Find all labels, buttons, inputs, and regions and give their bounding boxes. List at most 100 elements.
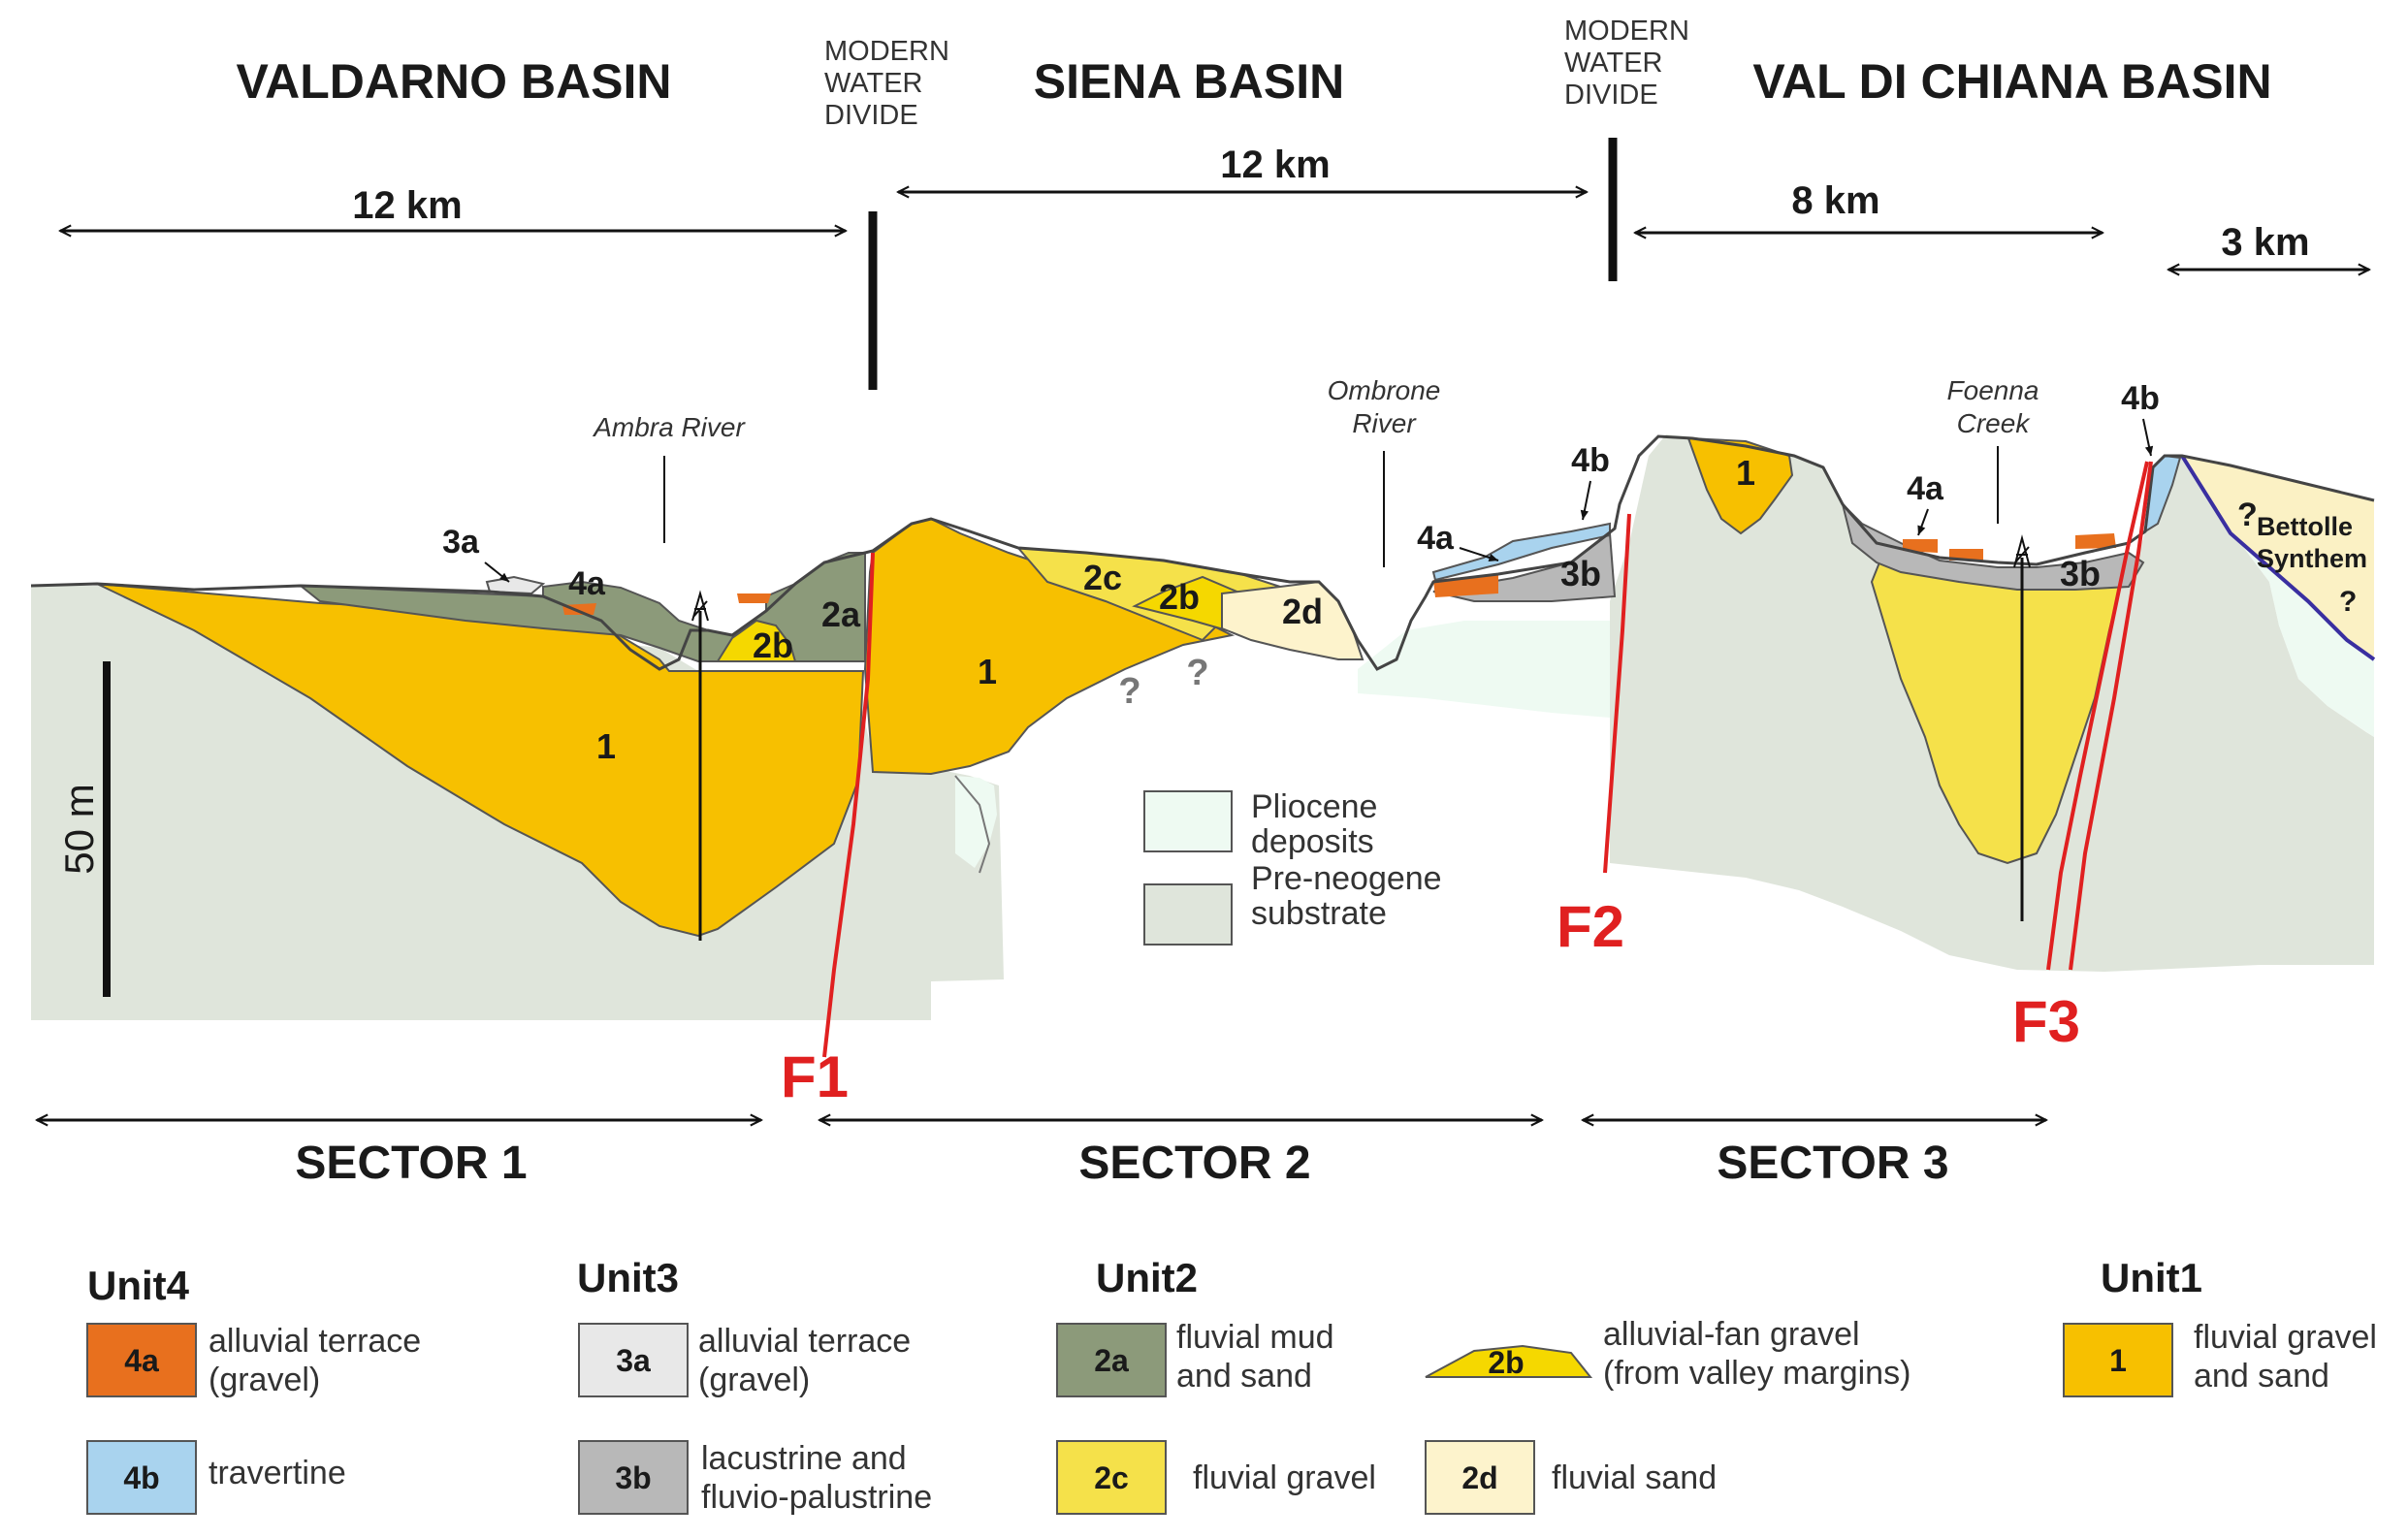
legend-2d-code: 2d	[1461, 1460, 1497, 1495]
legend-unit4-title: Unit4	[87, 1263, 190, 1308]
legend-2c-line1: fluvial gravel	[1193, 1459, 1376, 1496]
svg-text:Foenna: Foenna	[1947, 375, 2039, 405]
legend-3a-line1: alluvial terrace	[698, 1323, 911, 1360]
callout-3a-arrow	[484, 561, 510, 583]
legend-2c-swatch	[1056, 1440, 1167, 1515]
topographic-profile	[30, 434, 2375, 671]
label-unit1-sector1: 1	[596, 726, 616, 766]
legend-pliocene-swatch	[1143, 790, 1233, 852]
legend-preneogene-swatch	[1143, 883, 1233, 946]
legend-2b-line2: (from valley margins)	[1603, 1355, 1910, 1392]
fault-label-f1: F1	[781, 1044, 849, 1109]
legend-3a-code: 3a	[616, 1343, 651, 1378]
val-di-chiana-basin-title: VAL DI CHIANA BASIN	[1752, 54, 2271, 109]
label-unit2b-sector2: 2b	[1159, 577, 1200, 617]
svg-text:MODERN: MODERN	[1564, 16, 1689, 47]
svg-text:WATER: WATER	[1564, 48, 1663, 79]
label-unit2c: 2c	[1083, 558, 1122, 597]
callout-4a-sector3-arrow	[1917, 508, 1929, 536]
fault-line-f1	[822, 552, 875, 1058]
sector-1-label: SECTOR 1	[295, 1138, 527, 1189]
distance-label-3: 8 km	[1791, 179, 1879, 222]
callout-4b-sector3-arrow	[2142, 418, 2154, 457]
unit4a-terrace-sector3-b	[1949, 549, 1983, 561]
callout-4a-sector2: 4a	[1417, 520, 1455, 557]
legend-preneogene-line2: substrate	[1251, 895, 1387, 932]
bettolle-label-line2: Synthem	[2257, 544, 2367, 573]
fault-line-f2	[1603, 513, 1631, 874]
legend-4a-swatch	[86, 1323, 197, 1397]
siena-basin-title: SIENA BASIN	[1034, 54, 1344, 109]
svg-text:MODERN: MODERN	[824, 36, 949, 67]
svg-text:River: River	[1352, 408, 1417, 438]
legend-4a-line2: (gravel)	[209, 1362, 320, 1398]
callout-3a: 3a	[442, 524, 480, 561]
question-mark-1: ?	[1118, 671, 1140, 712]
cross-section: Ambra River Ombrone River Foenna Creek 1…	[30, 375, 2376, 1058]
unit4b-travertine-sector2	[1431, 522, 1611, 582]
bettolle-synthem	[2182, 456, 2374, 659]
label-unit3b-sector3: 3b	[2060, 554, 2101, 593]
unit1-body-sector3	[1686, 436, 1794, 535]
legend-1-line2: and sand	[2194, 1358, 2329, 1395]
unit2d-body-sector2	[1221, 580, 1365, 660]
bettolle-question-mark-1: ?	[2237, 497, 2258, 533]
label-unit1-sector2: 1	[978, 652, 997, 691]
legend-2d-swatch	[1425, 1440, 1535, 1515]
legend-3a-swatch	[578, 1323, 689, 1397]
legend-3a-line2: (gravel)	[698, 1362, 810, 1398]
unit2b-fan-sector1	[716, 619, 797, 662]
unit4a-terrace-sector3-c	[2075, 533, 2116, 549]
legend-unit2-title: Unit2	[1096, 1255, 1198, 1300]
callout-4a-sector1: 4a	[568, 565, 606, 602]
water-divide-label-1: MODERN WATER DIVIDE	[824, 36, 949, 131]
legend-2a-code: 2a	[1094, 1343, 1129, 1378]
water-divide-label-2: MODERN WATER DIVIDE	[1564, 16, 1689, 111]
valdarno-basin-title: VALDARNO BASIN	[236, 54, 671, 109]
legend-1-code: 1	[2109, 1343, 2127, 1378]
legend-2b-line1: alluvial-fan gravel	[1603, 1316, 1860, 1353]
unit4a-terrace-sector1-b	[737, 593, 771, 603]
ombrone-river-label: Ombrone River	[1328, 375, 1441, 438]
callout-4a-sector3: 4a	[1907, 470, 1944, 507]
legend-unit1-title: Unit1	[2101, 1255, 2202, 1300]
callout-4b-sector2: 4b	[1571, 442, 1610, 479]
svg-text:WATER: WATER	[824, 68, 923, 99]
svg-text:Ombrone: Ombrone	[1328, 375, 1441, 405]
label-unit2b-sector1: 2b	[753, 625, 793, 665]
legend-4b-swatch	[86, 1440, 197, 1515]
legend-3b-swatch	[578, 1440, 689, 1515]
legend-2a-swatch	[1056, 1323, 1167, 1397]
foenna-creek-label: Foenna Creek	[1947, 375, 2039, 438]
label-unit2d: 2d	[1282, 592, 1323, 631]
unit4a-terrace-sector1-a	[562, 603, 596, 615]
svg-text:DIVIDE: DIVIDE	[824, 100, 918, 131]
legend-2a-line1: fluvial mud	[1176, 1319, 1334, 1356]
legend-unit1: Unit1 1 fluvial gravel and sand	[2063, 1255, 2377, 1397]
legend-4b-code: 4b	[123, 1460, 159, 1495]
fault-line-f3a	[2046, 461, 2149, 971]
legend-4a-line1: alluvial terrace	[209, 1323, 421, 1360]
distance-label-4: 3 km	[2221, 221, 2309, 264]
scale-bar-label: 50 m	[56, 784, 102, 874]
legend-pliocene-line1: Pliocene	[1251, 788, 1377, 825]
ambra-river-label: Ambra River	[592, 412, 746, 442]
fault-label-f2: F2	[1557, 894, 1624, 959]
unit1-body-sector2	[863, 517, 1236, 776]
legend-2a-line2: and sand	[1176, 1358, 1312, 1395]
callout-4b-sector3: 4b	[2121, 380, 2160, 417]
bettolle-label-line1: Bettolle	[2257, 512, 2353, 541]
legend-unit2: Unit2 2a fluvial mud and sand 2b alluvia…	[1056, 1255, 1910, 1515]
bettolle-question-mark-2: ?	[2339, 586, 2357, 618]
unit4a-terrace-sector3-a	[1903, 539, 1938, 553]
svg-text:Creek: Creek	[1957, 408, 2032, 438]
pliocene-deposits-sector1	[955, 776, 997, 868]
label-unit2a: 2a	[821, 594, 861, 634]
legend-pliocene-line2: deposits	[1251, 823, 1374, 860]
distance-label-1: 12 km	[352, 184, 462, 227]
sector-3-label: SECTOR 3	[1717, 1138, 1948, 1189]
sector-2-label: SECTOR 2	[1078, 1138, 1310, 1189]
svg-text:DIVIDE: DIVIDE	[1564, 80, 1658, 111]
contact-line-sector1	[954, 775, 991, 874]
